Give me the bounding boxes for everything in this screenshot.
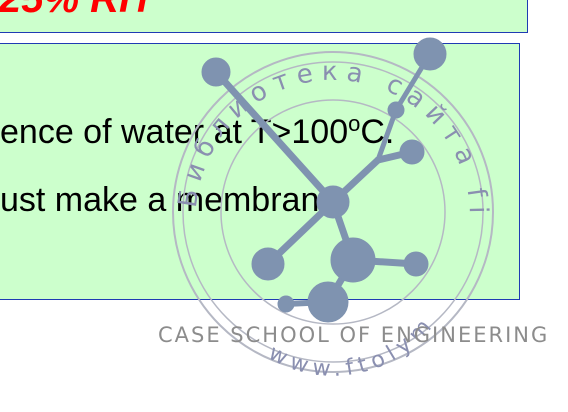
top-heading: 25% RH — [0, 0, 148, 19]
text-line-water-temperature: ence of water at T>100oC. — [0, 111, 395, 151]
footer-school-name: CASE SCHOOL OF ENGINEERING — [158, 323, 550, 347]
line1-suffix: C. — [360, 113, 395, 151]
top-green-box: 25% RH — [0, 0, 528, 33]
line1-prefix: ence of water at T>100 — [0, 113, 349, 151]
text-line-membrane: ust make a membrane- — [0, 181, 350, 219]
degree-sup: o — [348, 111, 361, 136]
main-green-box — [0, 43, 520, 300]
